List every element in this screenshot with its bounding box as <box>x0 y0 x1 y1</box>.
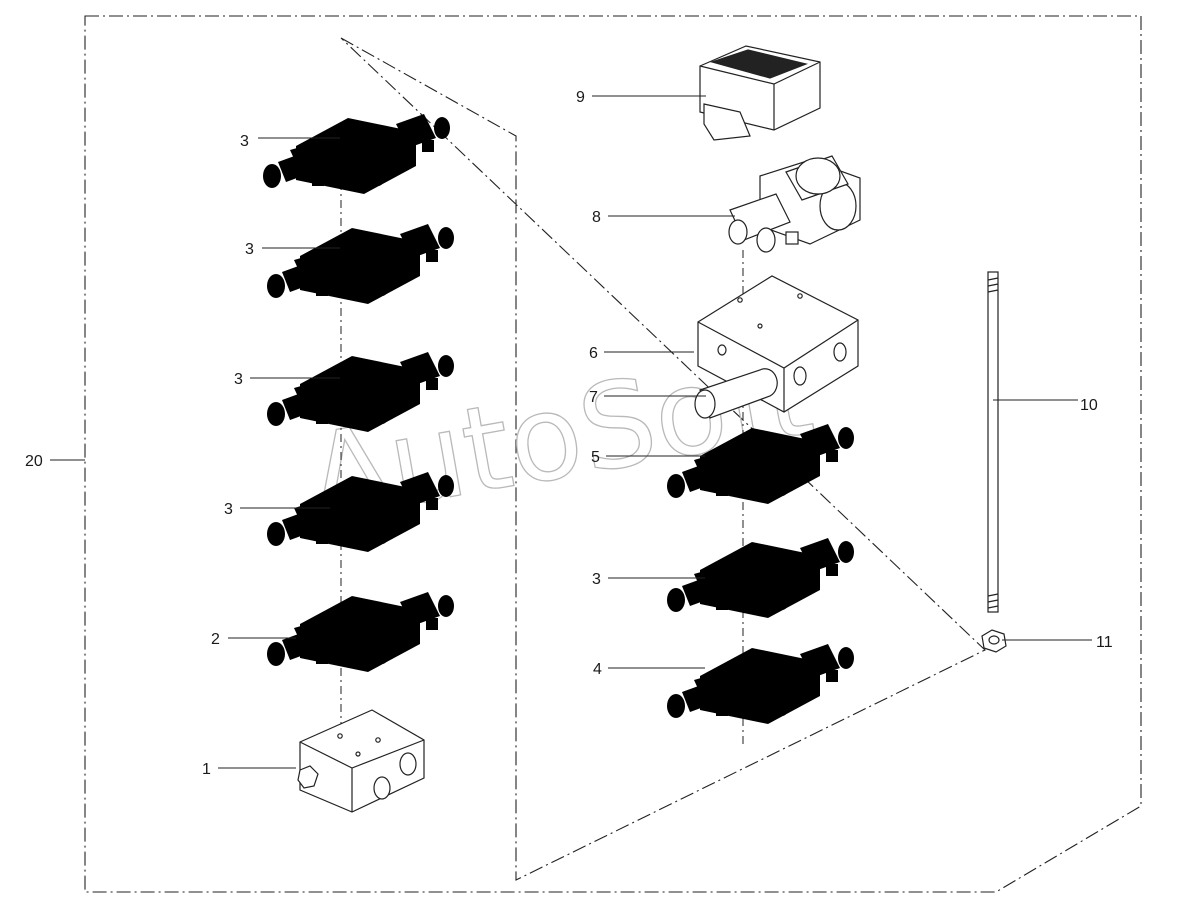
callout-1: 1 <box>202 761 211 778</box>
valve-section-4 <box>667 644 854 724</box>
connector-plug <box>699 45 821 141</box>
callout-2: 2 <box>211 631 220 648</box>
callout-3: 3 <box>224 501 233 518</box>
leader-lines <box>50 95 1092 769</box>
callout-10: 10 <box>1080 397 1098 414</box>
callout-7: 7 <box>589 389 598 406</box>
kit-boundary-frame <box>84 15 1142 893</box>
callout-6: 6 <box>589 345 598 362</box>
pilot-valve-assembly <box>728 155 861 253</box>
callout-3: 3 <box>592 571 601 588</box>
callout-9: 9 <box>576 89 585 106</box>
valve-section-3b <box>267 224 454 304</box>
callout-3: 3 <box>240 133 249 150</box>
hex-nut <box>981 629 1007 653</box>
callout-8: 8 <box>592 209 601 226</box>
callout-4: 4 <box>593 661 602 678</box>
valve-section-2 <box>267 592 454 672</box>
end-plate-block <box>297 709 425 813</box>
callout-11: 11 <box>1096 634 1113 651</box>
filter-cartridge <box>694 368 778 419</box>
callout-3: 3 <box>234 371 243 388</box>
callout-3: 3 <box>245 241 254 258</box>
tie-rod <box>987 271 999 613</box>
valve-section-3a <box>263 114 450 194</box>
callout-5: 5 <box>591 449 600 466</box>
callout-20: 20 <box>25 453 43 470</box>
